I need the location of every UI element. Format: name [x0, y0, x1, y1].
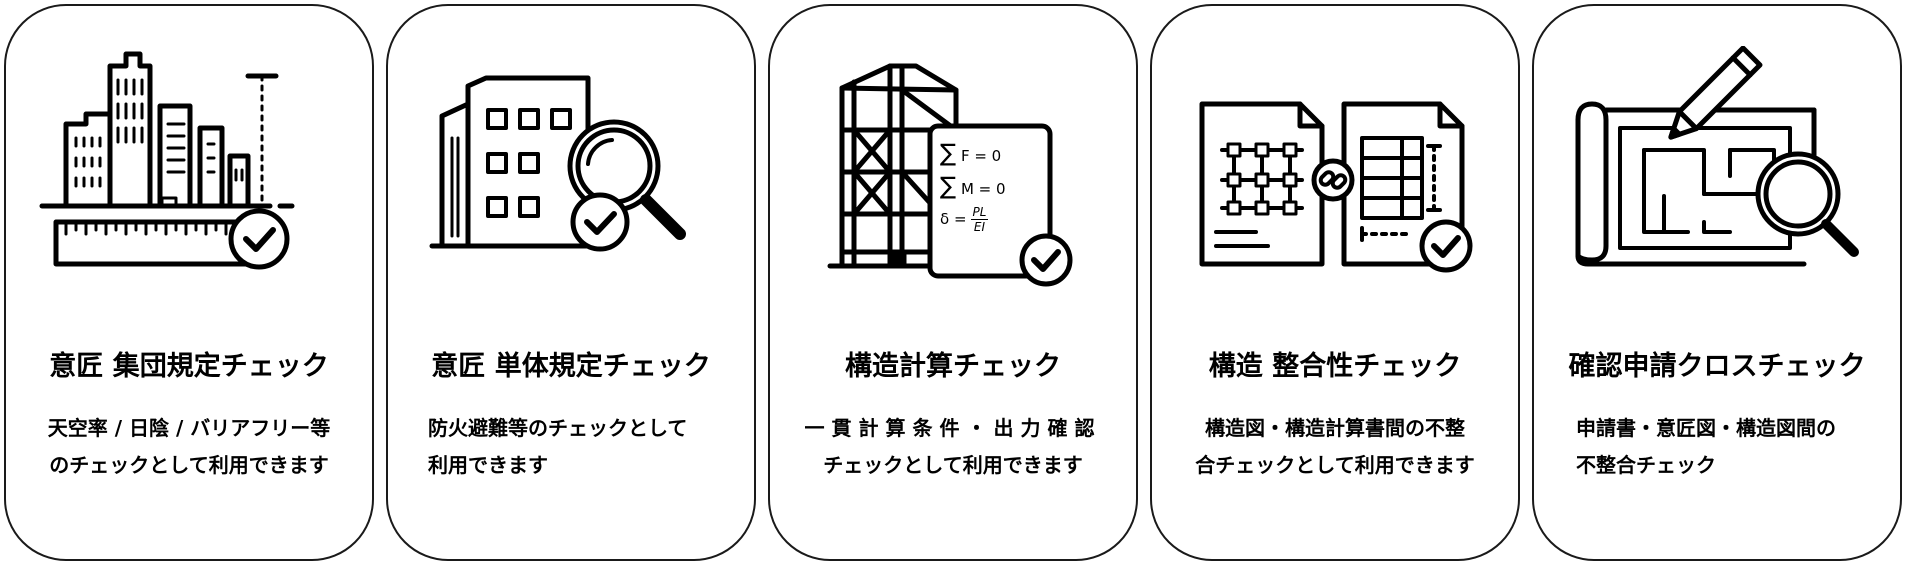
fraction-denominator: EI [973, 219, 986, 234]
card-description-line: 防火避難等のチェックとして [428, 416, 688, 440]
card-description: 構造図・構造計算書間の不整 合チェックとして利用できます [1152, 410, 1518, 484]
city-building-ruler-check-icon [26, 46, 356, 296]
card-description-line: 合チェックとして利用できます [1195, 453, 1475, 477]
blueprint-pencil-magnifier-icon [1554, 46, 1884, 296]
card-description-line: 申請書・意匠図・構造図間の [1576, 416, 1836, 440]
fraction-numerator: PL [970, 204, 989, 220]
sum-symbol: ∑ [940, 172, 957, 200]
linked-drawings-check-icon [1172, 46, 1502, 296]
card-description: 申請書・意匠図・構造図間の 不整合チェック [1576, 410, 1836, 484]
card-description: 一貫計算条件・出力確認 チェックとして利用できます [770, 410, 1136, 484]
card-title: 意匠 単体規定チェック [431, 351, 711, 382]
card-structural-consistency: 構造 整合性チェック 構造図・構造計算書間の不整 合チェックとして利用できます [1150, 4, 1520, 561]
card-design-single-regulation: 意匠 単体規定チェック 防火避難等のチェックとして 利用できます [386, 4, 756, 561]
card-structural-calculation: ∑ F = 0 ∑ M = 0 δ = PL EI 構造計算チェック 一貫計算条… [768, 4, 1138, 561]
card-application-cross-check: 確認申請クロスチェック 申請書・意匠図・構造図間の 不整合チェック [1532, 4, 1902, 561]
card-description-line: チェックとして利用できます [823, 453, 1083, 477]
card-description-line: 構造図・構造計算書間の不整 [1205, 416, 1465, 440]
card-title: 構造 整合性チェック [1208, 351, 1462, 382]
steel-frame-formula-check-icon: ∑ F = 0 ∑ M = 0 δ = PL EI [790, 46, 1120, 296]
building-magnifier-check-icon [408, 46, 738, 296]
moment-equation: M = 0 [960, 180, 1006, 198]
force-equation: F = 0 [960, 147, 1002, 165]
card-description-line: 利用できます [428, 453, 548, 477]
sum-symbol: ∑ [940, 139, 957, 167]
card-design-group-regulation: 意匠 集団規定チェック 天空率 / 日陰 / バリアフリー等 のチェックとして利… [4, 4, 374, 561]
card-description-line: 天空率 / 日陰 / バリアフリー等 [47, 416, 331, 440]
card-description-line: 一貫計算条件・出力確認 [804, 416, 1102, 440]
card-title: 構造計算チェック [845, 351, 1061, 382]
card-description: 天空率 / 日陰 / バリアフリー等 のチェックとして利用できます [6, 410, 372, 484]
card-description: 防火避難等のチェックとして 利用できます [428, 410, 687, 484]
deflection-equation: δ = [940, 210, 967, 228]
card-title: 確認申請クロスチェック [1568, 351, 1866, 382]
card-description-line: のチェックとして利用できます [49, 453, 329, 477]
card-description-line: 不整合チェック [1576, 453, 1716, 477]
formula: ∑ F = 0 ∑ M = 0 δ = PL EI [940, 138, 1044, 234]
card-title: 意匠 集団規定チェック [49, 351, 329, 382]
